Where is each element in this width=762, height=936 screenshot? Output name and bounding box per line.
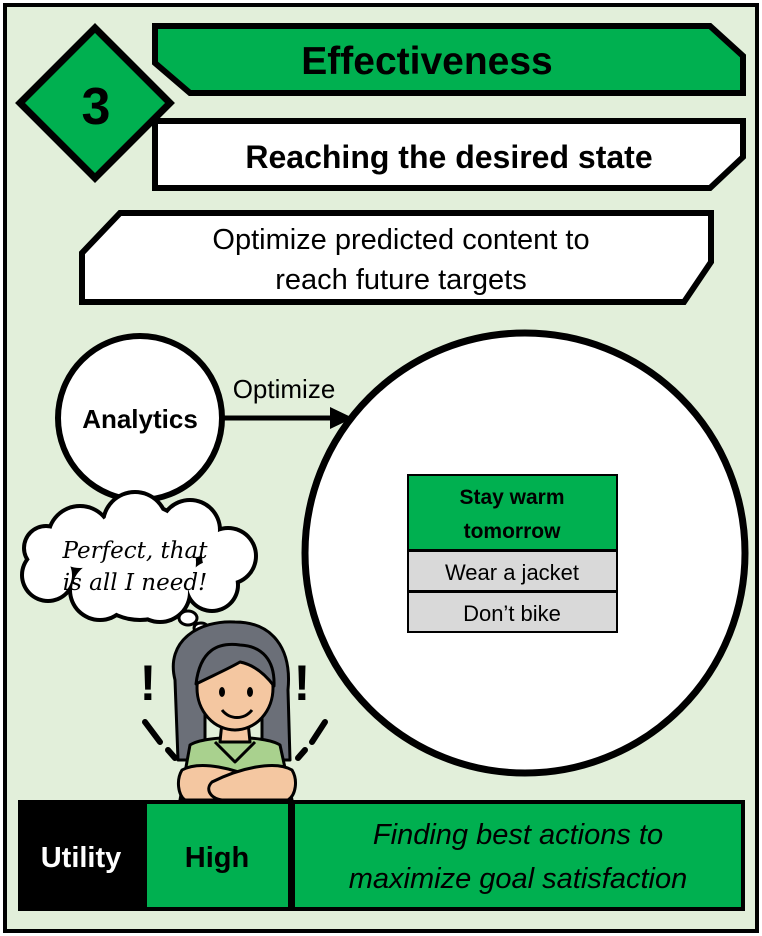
utility-label: Utility — [41, 842, 122, 874]
motion-line-right — [309, 719, 328, 745]
description-banner: Optimize predicted content to reach futu… — [79, 210, 714, 305]
footer-desc-cell — [291, 800, 745, 911]
motion-line-left — [142, 719, 163, 745]
footer-desc-line2: maximize goal satisfaction — [349, 863, 687, 895]
analytics-label: Analytics — [82, 404, 198, 434]
goal-header-line2: tomorrow — [464, 520, 561, 543]
level-cell — [143, 800, 292, 911]
thought-bubble: Perfect, that is all I need! — [20, 490, 258, 643]
goal-row-cell — [407, 550, 618, 592]
title-banner: Effectiveness — [152, 23, 746, 96]
goal-table: Stay warm tomorrow Wear a jacket Don’t b… — [407, 474, 618, 633]
thought-line1: Perfect, that — [62, 538, 209, 564]
number-badge: 3 — [15, 23, 175, 183]
optimize-label: Optimize — [233, 374, 336, 404]
goal-row-text: Wear a jacket — [445, 560, 579, 585]
badge-number: 3 — [82, 78, 111, 136]
optimize-arrow: Optimize — [222, 374, 353, 429]
subtitle-text: Reaching the desired state — [245, 139, 652, 175]
goal-header-cell — [407, 474, 618, 551]
goal-row-text: Don’t bike — [463, 601, 561, 626]
exclamation-mark-left: ! — [140, 655, 157, 711]
level-label: High — [185, 842, 249, 874]
goal-row-cell — [407, 591, 618, 633]
analytics-node: Analytics — [55, 333, 225, 503]
subtitle-banner: Reaching the desired state — [152, 118, 746, 191]
thought-line2: is all I need! — [63, 570, 208, 596]
footer-desc-line1: Finding best actions to — [373, 819, 663, 851]
person-illustration — [171, 620, 297, 802]
surprise-marks: ! ! — [140, 655, 328, 761]
goal-header-line1: Stay warm — [459, 486, 564, 509]
description-line1: Optimize predicted content to — [212, 224, 589, 256]
exclamation-mark-right: ! — [294, 655, 311, 711]
description-line2: reach future targets — [275, 264, 526, 296]
footer-bar: Utility High Finding best actions to max… — [18, 800, 745, 911]
title-text: Effectiveness — [301, 40, 552, 83]
utility-cell — [18, 800, 145, 911]
